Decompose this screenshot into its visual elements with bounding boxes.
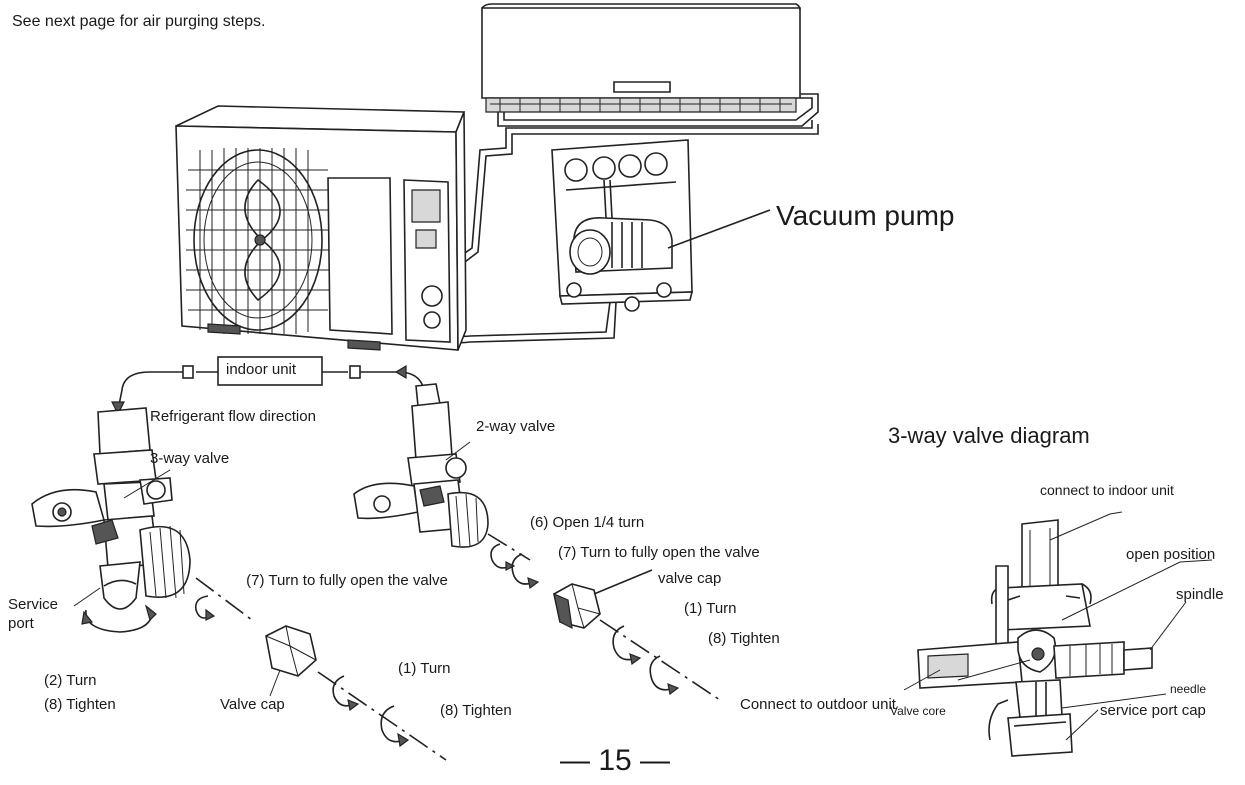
service-port-label: Service port [8, 596, 59, 632]
vacuum-pump-drawing [551, 139, 771, 312]
two-way-valve-cap-label: valve cap [658, 570, 722, 587]
two-way-valve-label: 2-way valve [476, 418, 556, 435]
page-number: — 15 — [560, 744, 671, 777]
service-port-cap-label: service port cap [1100, 702, 1206, 719]
outdoor-unit-drawing [175, 105, 467, 351]
valve-cross-section [903, 511, 1213, 757]
two-way-open-quarter-label: (6) Open 1/4 turn [530, 514, 645, 531]
valve-diagram-title: 3-way valve diagram [888, 423, 1090, 448]
three-way-turn-label: (2) Turn [44, 672, 97, 689]
flow-schematic [111, 356, 425, 416]
three-way-cap-turn-label: (1) Turn [398, 660, 451, 677]
spindle-label: spindle [1176, 586, 1224, 603]
indoor-unit-drawing [481, 3, 819, 127]
connect-outdoor-label: Connect to outdoor unit [740, 696, 896, 713]
needle-label: needle [1170, 682, 1207, 696]
two-way-cap-tighten-label: (8) Tighten [708, 630, 780, 647]
three-way-valve-label: 3-way valve [150, 450, 230, 467]
three-way-open-step-label: (7) Turn to fully open the valve [246, 572, 448, 589]
two-way-open-step-label: (7) Turn to fully open the valve [558, 544, 760, 561]
three-way-tighten-label: (8) Tighten [44, 696, 116, 713]
three-way-cap-tighten-label: (8) Tighten [440, 702, 512, 719]
two-way-valve-drawing [353, 383, 721, 701]
air-purging-note: See next page for air purging steps. [12, 13, 266, 30]
valve-core-label: Valve core [890, 704, 946, 718]
flow-direction-label: Refrigerant flow direction [150, 408, 316, 425]
open-position-label: open position [1126, 546, 1216, 563]
three-way-valve-cap-label: Valve cap [220, 696, 285, 713]
vacuum-pump-label: Vacuum pump [776, 200, 955, 231]
three-way-cap-exploded [194, 577, 447, 761]
indoor-unit-box-label: indoor unit [226, 361, 297, 378]
two-way-cap-turn-label: (1) Turn [684, 600, 737, 617]
three-way-valve-drawing [31, 407, 191, 633]
leader-lines [73, 441, 471, 697]
connect-indoor-label: connect to indoor unit [1040, 482, 1174, 498]
